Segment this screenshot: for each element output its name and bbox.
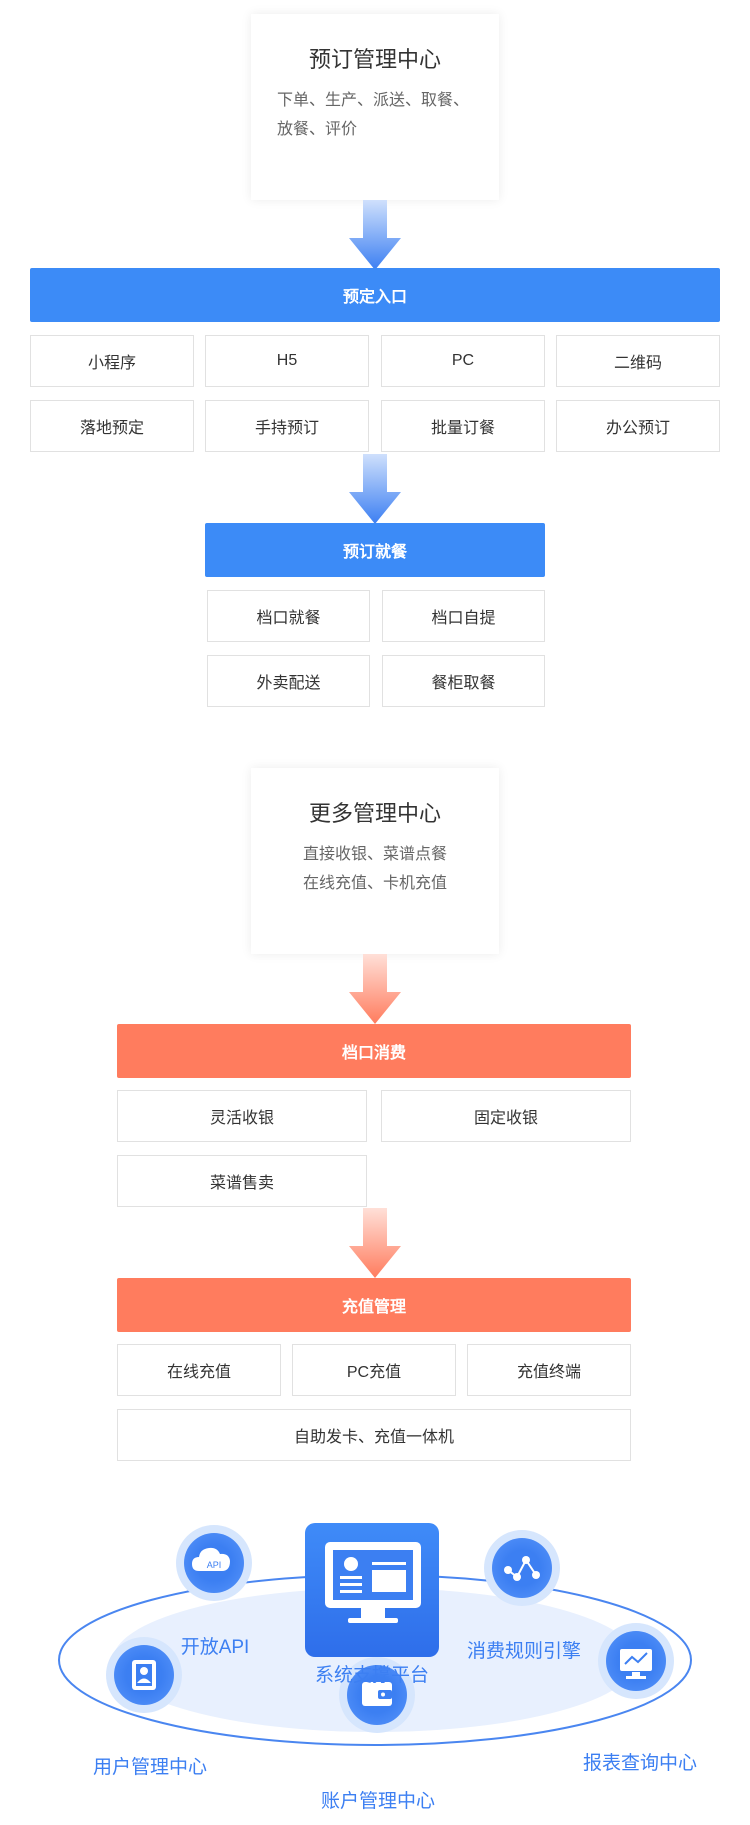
consume-bar: 档口消费 [117,1024,631,1078]
entry-bar: 预定入口 [30,268,720,322]
dine-item: 餐柜取餐 [382,655,545,707]
dine-item: 档口自提 [382,590,545,642]
entry-item: 落地预定 [30,400,194,452]
consume-bar-label: 档口消费 [341,1045,406,1062]
consume-item: 灵活收银 [117,1090,367,1142]
recharge-item: 在线充值 [117,1344,281,1396]
entry-item: 手持预订 [205,400,369,452]
recharge-item: 充值终端 [467,1344,631,1396]
consume-item: 固定收银 [381,1090,631,1142]
api-badge-text: API [207,1560,222,1570]
computer-screen-icon [305,1523,439,1657]
ordering-center-title: 预订管理中心 [308,47,441,72]
dine-bar: 预订就餐 [205,523,545,577]
recharge-bar-label: 充值管理 [341,1299,406,1316]
entry-item: 办公预订 [556,400,720,452]
dine-item: 外卖配送 [207,655,370,707]
chart-monitor-icon [598,1623,674,1699]
more-center-card: 更多管理中心 直接收银、菜谱点餐 在线充值、卡机充值 [251,768,499,954]
ordering-center-desc: 下单、生产、派送、取餐、放餐、评价 [277,92,470,138]
node-report-center-label: 报表查询中心 [582,1753,698,1774]
recharge-bar: 充值管理 [117,1278,631,1332]
entry-item: H5 [205,335,369,387]
down-arrow-icon [349,954,401,1024]
consume-item: 菜谱售卖 [117,1155,367,1207]
network-nodes-icon [484,1530,560,1606]
entry-item: 小程序 [30,335,194,387]
entry-bar-label: 预定入口 [342,289,407,306]
entry-item: PC [381,335,545,387]
more-center-desc-line2: 在线充值、卡机充值 [302,875,447,892]
entry-item: 批量订餐 [381,400,545,452]
contact-book-icon [106,1637,182,1713]
node-rule-engine-label: 消费规则引擎 [466,1641,582,1662]
node-account-center-label: 账户管理中心 [320,1791,436,1812]
cloud-api-icon: API [176,1525,252,1601]
platform-ring-diagram: API [58,1523,692,1746]
recharge-wide-item: 自助发卡、充值一体机 [117,1409,631,1461]
entry-item: 二维码 [556,335,720,387]
wallet-icon [339,1657,415,1733]
recharge-item: PC充值 [292,1344,456,1396]
ordering-center-card: 预订管理中心 下单、生产、派送、取餐、放餐、评价 [251,14,499,200]
dine-bar-label: 预订就餐 [342,544,407,561]
more-center-desc-line1: 直接收银、菜谱点餐 [302,846,447,863]
down-arrow-icon [349,200,401,270]
down-arrow-icon [349,1208,401,1278]
down-arrow-icon [349,454,401,524]
dine-item: 档口就餐 [207,590,370,642]
node-open-api-label: 开放API [180,1637,250,1658]
more-center-title: 更多管理中心 [308,801,441,826]
platform-center-label: 系统支撑平台 [314,1665,430,1686]
node-user-center-label: 用户管理中心 [92,1757,208,1778]
